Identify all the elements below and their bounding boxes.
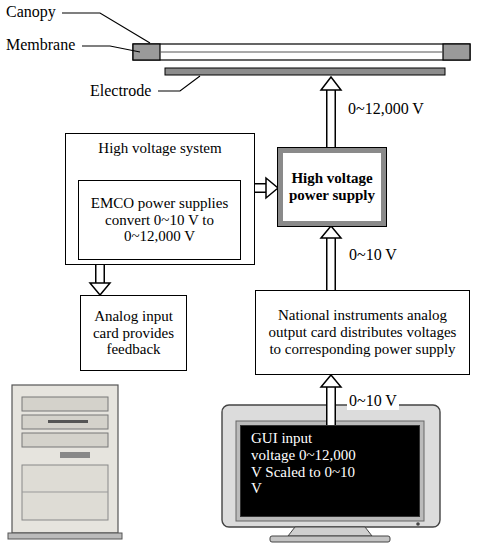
box-text: Analog input card provides feedback	[86, 308, 181, 358]
block-arrow	[321, 226, 341, 291]
arrow-shaft-inner	[97, 264, 104, 284]
arrow-head	[266, 178, 278, 198]
arrow-head	[321, 375, 341, 387]
part-label: Electrode	[88, 82, 153, 100]
computer-monitor	[222, 405, 440, 542]
box-text: National instruments analog output card …	[264, 307, 461, 357]
block-arrow	[90, 264, 110, 295]
inner-box: EMCO power supplies convert 0~10 V to 0~…	[78, 180, 241, 260]
arrow-shaft	[326, 238, 336, 290]
block-arrow	[321, 375, 341, 426]
voltage-label: 0~10 V	[347, 246, 399, 264]
hv-output-arrow	[321, 77, 341, 149]
voltage-label: 0~12,000 V	[346, 100, 426, 118]
block-arrow	[254, 178, 278, 198]
process-box: High voltage systemEMCO power supplies c…	[65, 133, 255, 265]
arrow-shaft-inner	[328, 386, 335, 426]
box-text: High voltage system	[72, 140, 248, 157]
arrow-shaft	[326, 387, 336, 425]
process-box: High voltage power supply	[278, 148, 386, 226]
arrow-shaft	[95, 265, 105, 283]
canopy-end-cap	[443, 44, 470, 60]
part-label: Canopy	[4, 3, 58, 21]
arrow-head	[90, 283, 110, 295]
canopy-bar	[133, 44, 470, 60]
screen-text: GUI input voltage 0~12,000 V Scaled to 0…	[251, 430, 356, 497]
leader-line	[158, 76, 200, 91]
part-label: Membrane	[4, 36, 77, 54]
voltage-label: 0~10 V	[347, 392, 399, 410]
box-text: High voltage power supply	[289, 170, 375, 204]
computer-tower	[8, 385, 122, 539]
membrane-line	[160, 52, 443, 53]
arrow-shaft-inner	[254, 185, 267, 192]
box-text: EMCO power supplies convert 0~10 V to 0~…	[85, 195, 234, 245]
leader-line	[82, 46, 140, 52]
arrow-shaft-inner	[328, 237, 335, 291]
arrow-head	[321, 226, 341, 238]
process-box: National instruments analog output card …	[255, 290, 470, 375]
arrow-shaft	[255, 183, 266, 193]
monitor-screen: GUI input voltage 0~12,000 V Scaled to 0…	[240, 425, 420, 517]
electrode-plate	[165, 68, 445, 75]
process-box: Analog input card provides feedback	[80, 295, 187, 371]
